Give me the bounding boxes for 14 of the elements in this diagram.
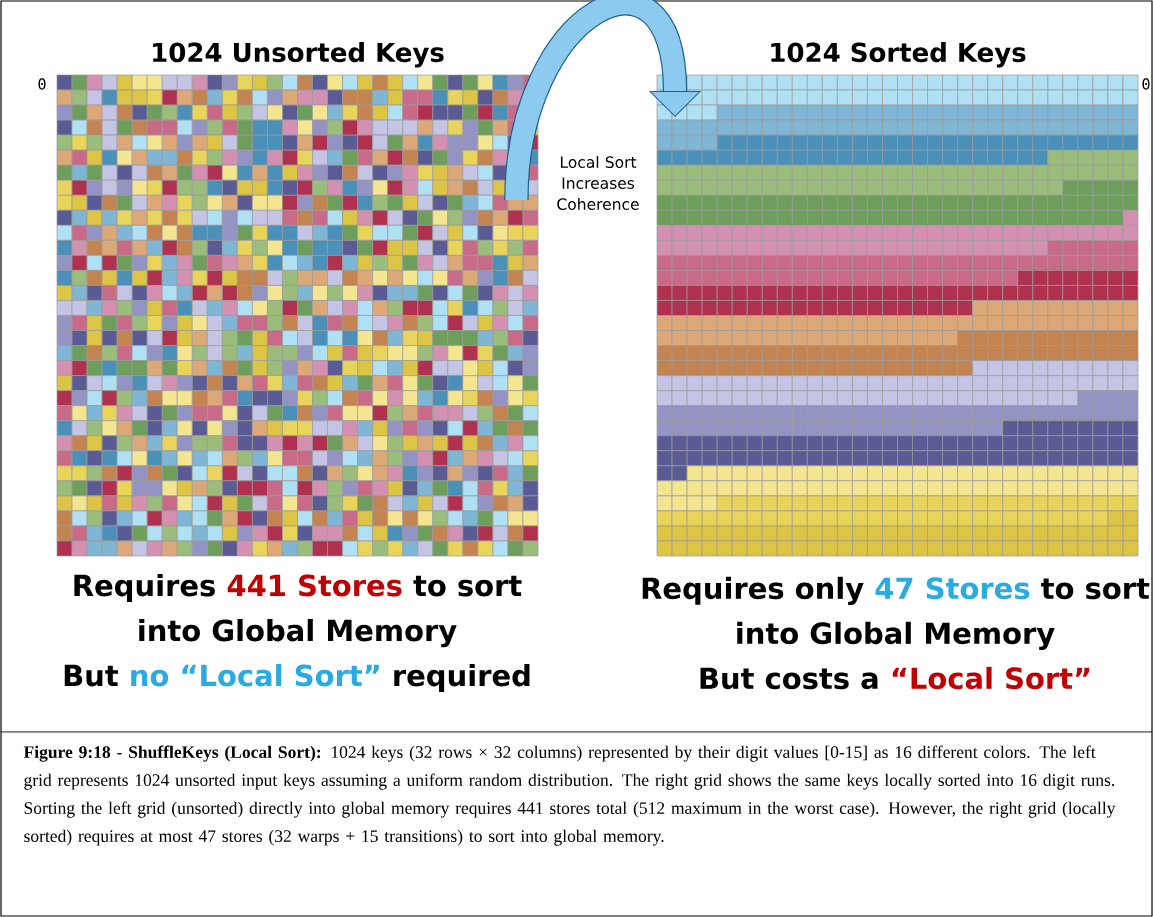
- label: required: [394, 663, 530, 693]
- statement-text: Requires 441 Stores to sort into Global Memory But no “Local Sort” required: [64, 573, 530, 693]
- label: But costs a: [700, 667, 878, 690]
- grid-heading: 1024 Sorted Keys: [771, 42, 1026, 68]
- caption: Figure 9:18 - ShuffleKeys (Local Sort): 1024 keys (32 rows × 32 columns) represented by their digit values [0-15] as 16 different colors. The left grid represents 1024 unsorted input keys assuming a uniform random distribution. The right grid shows the same keys locally sorted into 16 digit runs. Sorting the left grid (unsorted) directly into global memory requires 441 stores total (512 maximum in the worst case). However, the right grid (locally sorted) requires at most 47 stores (32 warps + 15 transitions) to sort into global memory.: [23, 745, 1116, 846]
- label: “Local Sort”: [892, 666, 1090, 690]
- statement-text: Requires only 47 Stores to sort into Global Memory But costs a “Local Sort”: [642, 576, 1150, 690]
- label: into Global Memory: [737, 621, 1055, 651]
- label: But: [64, 664, 119, 687]
- curved-arrow: [504, 0, 701, 201]
- label: no “Local Sort”: [131, 663, 379, 687]
- grid-heading: 1024 Unsorted Keys: [153, 42, 444, 68]
- edge-label: Local Sort Increases Coherence: [541, 155, 655, 211]
- label: into Global Memory: [139, 618, 457, 648]
